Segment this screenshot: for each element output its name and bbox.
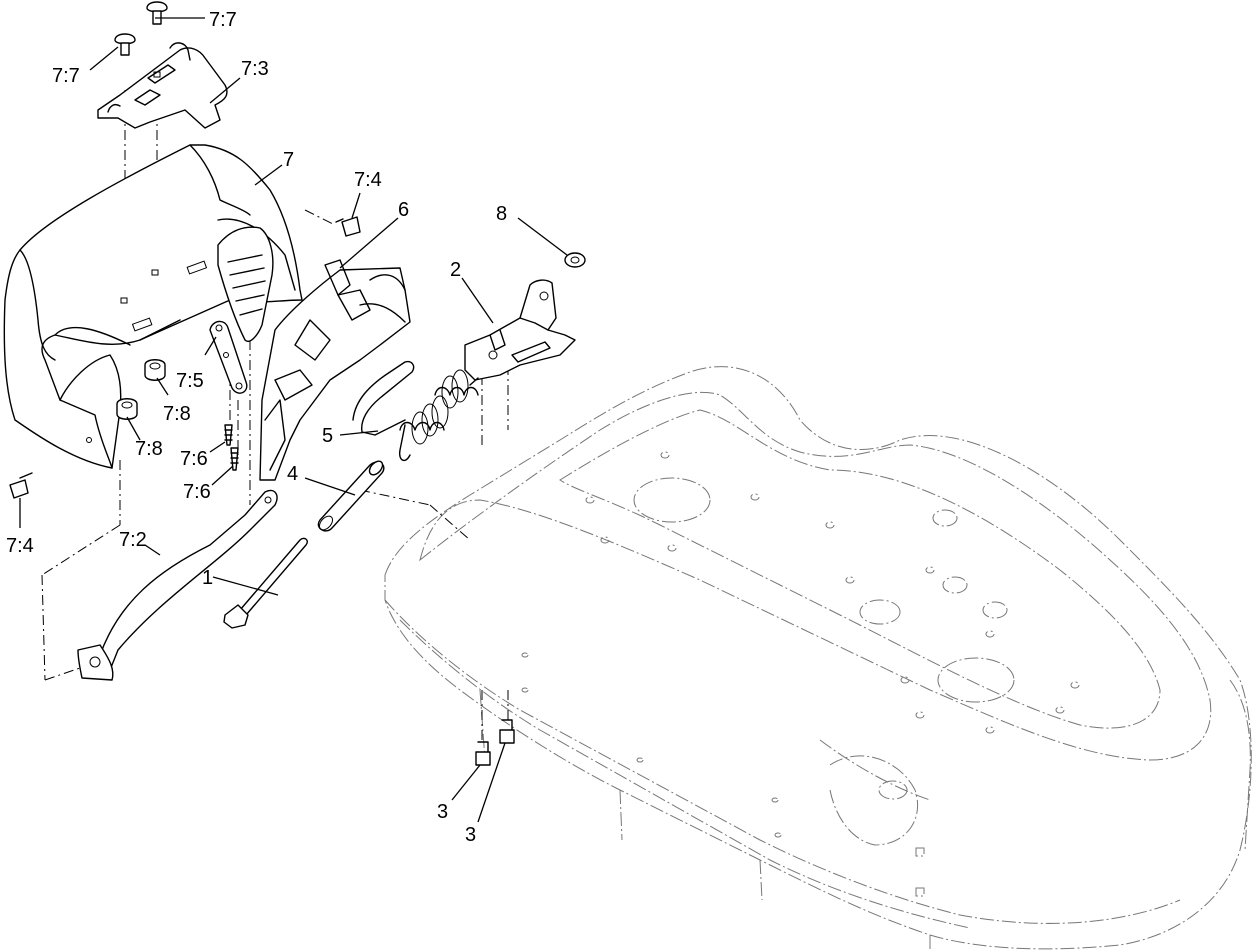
- callout-1: 1: [202, 567, 213, 589]
- part-6-deflector: [259, 259, 411, 481]
- part-7-8-nuts: [116, 359, 166, 420]
- mower-deck: [384, 366, 1252, 950]
- callout-7-7-left: 7:7: [52, 65, 80, 87]
- callout-7-7-top: 7:7: [209, 9, 237, 31]
- part-7-cover: [3, 144, 303, 469]
- part-2-bracket: [464, 279, 576, 381]
- part-4-spacer: [317, 460, 385, 532]
- leader-lines: [19, 17, 568, 823]
- callout-8: 8: [496, 203, 507, 225]
- callout-4: 4: [287, 463, 298, 485]
- callout-7-2: 7:2: [119, 529, 147, 551]
- callout-7-6-upper: 7:6: [180, 448, 208, 470]
- callout-7-8-left: 7:8: [135, 438, 163, 460]
- callout-6: 6: [398, 199, 409, 221]
- callout-7-6-lower: 7:6: [183, 481, 211, 503]
- callout-7-4-left: 7:4: [6, 535, 34, 557]
- part-7-6-screws: [224, 424, 239, 471]
- part-7-5-link: [209, 320, 248, 394]
- callout-7-8-right: 7:8: [163, 403, 191, 425]
- callout-7: 7: [283, 149, 294, 171]
- part-1-bolt: [223, 537, 309, 629]
- part-5-spring: [352, 360, 479, 462]
- part-7-2-strap: [77, 489, 278, 681]
- deck-small-holes: [521, 451, 1080, 838]
- part-7-4-bolts: [9, 216, 361, 499]
- part-8-nut: [564, 252, 586, 268]
- callout-2: 2: [450, 259, 461, 281]
- callout-7-4-top: 7:4: [354, 169, 382, 191]
- part-3-bolts: [475, 719, 515, 766]
- callout-5: 5: [322, 425, 333, 447]
- part-7-3-clip: [97, 42, 228, 129]
- callout-3-left: 3: [437, 801, 448, 823]
- callout-7-5: 7:5: [176, 370, 204, 392]
- callout-labels: 7:7 7:7 7:3 7 7:4 6 8 2 7:5 7:8 7:8 5 7:…: [6, 9, 507, 846]
- callout-7-3: 7:3: [241, 58, 269, 80]
- callout-3-right: 3: [465, 824, 476, 846]
- part-7-7-pins: [114, 1, 168, 56]
